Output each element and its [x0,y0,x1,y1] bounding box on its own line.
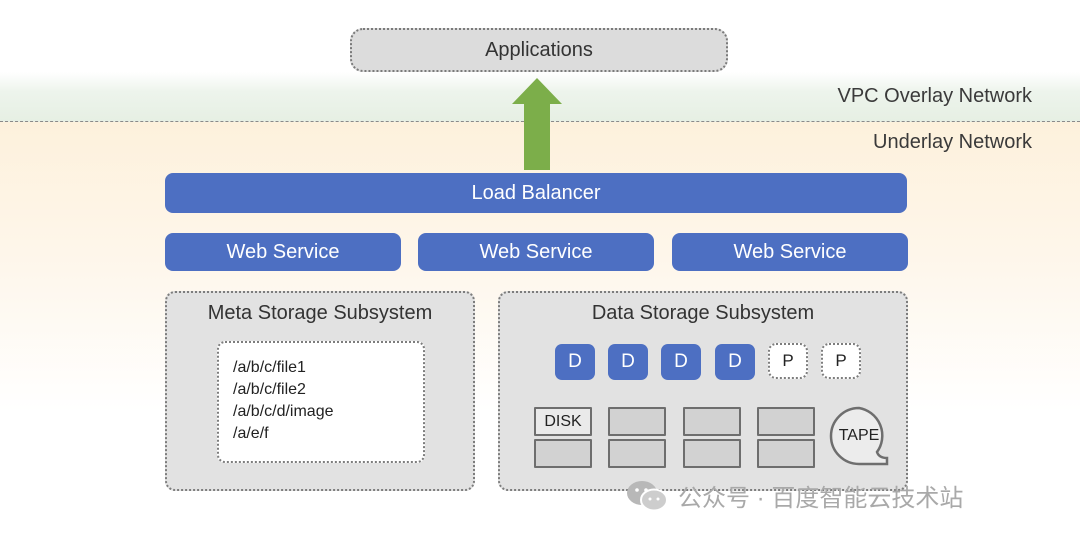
applications-box: Applications [350,28,728,72]
disk-block [534,439,592,468]
data-node: D [661,344,701,380]
parity-node: P [768,343,808,379]
disk-block [757,439,815,468]
load-balancer: Load Balancer [165,173,907,213]
path-item: /a/e/f [233,425,269,442]
path-item: /a/b/c/file2 [233,381,306,398]
disk-block [608,407,666,436]
tape-label: TAPE [838,427,880,444]
disk-block [683,439,741,468]
web-service-3: Web Service [672,233,908,271]
data-node: D [608,344,648,380]
data-node: D [555,344,595,380]
disk-block [757,407,815,436]
web-service-1: Web Service [165,233,401,271]
watermark-text: 公众号 · 百度智能云技术站 [678,485,964,512]
parity-node: P [821,343,861,379]
path-item: /a/b/c/file1 [233,359,306,376]
web-service-2: Web Service [418,233,654,271]
disk-block [683,407,741,436]
up-arrow-icon [512,78,562,170]
tape-icon [829,406,889,466]
meta-storage-title: Meta Storage Subsystem [207,302,433,324]
path-item: /a/b/c/d/image [233,403,334,420]
vpc-network-label: VPC Overlay Network [837,85,1033,107]
wechat-icon [627,480,668,511]
disk-label-box: DISK [534,407,592,436]
disk-block [608,439,666,468]
meta-storage-subsystem: Meta Storage Subsystem /a/b/c/file1 /a/b… [165,291,475,491]
underlay-network-label: Underlay Network [873,131,1032,153]
data-storage-title: Data Storage Subsystem [591,302,815,324]
path-list: /a/b/c/file1 /a/b/c/file2 /a/b/c/d/image… [217,341,425,463]
watermark: 公众号 · 百度智能云技术站 [626,478,963,513]
data-node: D [715,344,755,380]
